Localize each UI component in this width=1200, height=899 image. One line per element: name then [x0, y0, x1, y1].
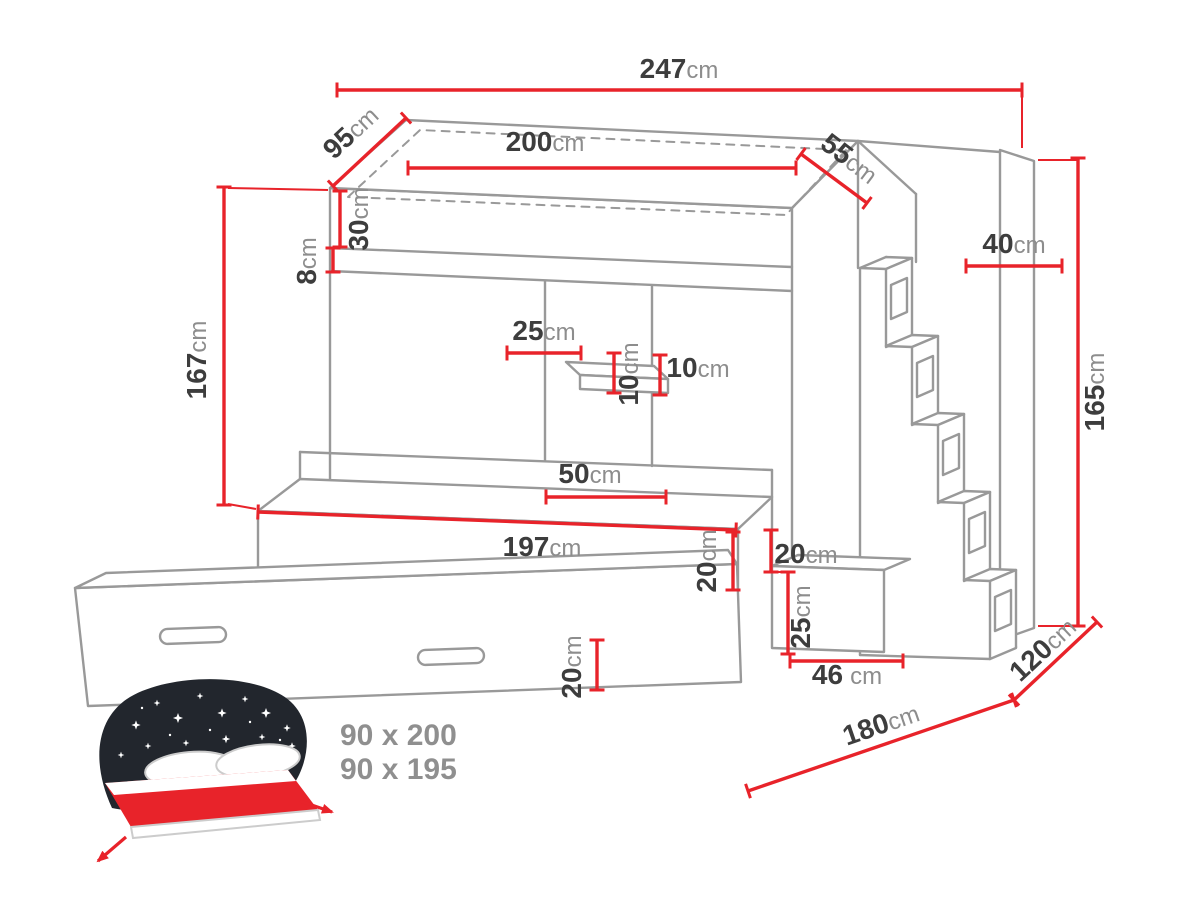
dim-label-180cm: 180cm [839, 697, 924, 752]
trundle-handle [158, 625, 228, 646]
dim-label-30cm: 30cm [343, 187, 374, 250]
dim-label-10cm-a: 10cm [613, 342, 644, 405]
dimension-50cm: 50cm [544, 458, 668, 505]
stars [117, 692, 296, 759]
pull-out-arrow-left [96, 835, 128, 863]
dimension-20cm-b: 20cm [763, 528, 838, 574]
dim-label-10cm-b: 10cm [666, 352, 729, 383]
mattress-base [129, 808, 322, 840]
dimension-200cm: 200cm [406, 126, 798, 176]
dim-label-40cm: 40cm [982, 228, 1045, 259]
dim-label-20cm-b: 20cm [774, 538, 837, 569]
step-opening [967, 510, 987, 555]
mattress-size-lower: 90 x 195 [340, 753, 457, 786]
dimension-167cm: 167cm [181, 185, 329, 510]
dim-label-247cm: 247cm [640, 53, 719, 84]
step-opening [915, 354, 935, 399]
dim-label-25cm-platform: 25cm [785, 585, 816, 648]
dimension-180cm: 180cm [744, 692, 1018, 799]
dim-label-25cm-shelf: 25cm [512, 315, 575, 346]
mattress-sizes: 90 x 200 90 x 195 [340, 719, 457, 786]
dim-label-200cm: 200cm [506, 126, 585, 157]
step-opening [889, 276, 909, 321]
mattress-size-upper: 90 x 200 [340, 719, 457, 752]
dim-label-197cm: 197cm [503, 531, 582, 562]
dim-label-165cm: 165cm [1079, 353, 1110, 432]
dimension-25cm-platform: 25cm [780, 570, 816, 656]
trundle-handle [416, 646, 486, 667]
dim-label-55cm: 55cm [815, 127, 884, 190]
sheet-fold [105, 770, 296, 795]
dim-label-20cm-a: 20cm [691, 529, 722, 592]
dim-label-8cm: 8cm [291, 237, 322, 285]
trundle-bed [73, 548, 743, 708]
step-opening [941, 432, 961, 477]
dimension-30cm: 30cm [332, 187, 374, 251]
dimension-8cm: 8cm [291, 237, 341, 285]
dim-label-167cm: 167cm [181, 321, 212, 400]
side-panel [998, 148, 1036, 642]
trundle-bed-icon [96, 679, 334, 863]
dim-label-50cm: 50cm [558, 458, 621, 489]
pull-out-arrow-right [299, 799, 334, 814]
dimension-247cm: 247cm [335, 53, 1024, 148]
step-platform [770, 553, 912, 654]
dimension-197cm: 197cm [256, 504, 738, 562]
dimension-165cm: 165cm [1038, 156, 1110, 628]
dimension-25cm-shelf: 25cm [505, 315, 583, 361]
dimension-10cm-a: 10cm [606, 342, 644, 406]
dimension-20cm-a: 20cm [691, 529, 741, 593]
dimension-10cm-b: 10cm [652, 352, 730, 397]
dimension-20cm-trundle: 20cm [556, 635, 605, 699]
dim-label-20cm-trundle: 20cm [556, 635, 587, 698]
dimension-40cm: 40cm [964, 228, 1064, 274]
bed-structure [73, 118, 1036, 708]
